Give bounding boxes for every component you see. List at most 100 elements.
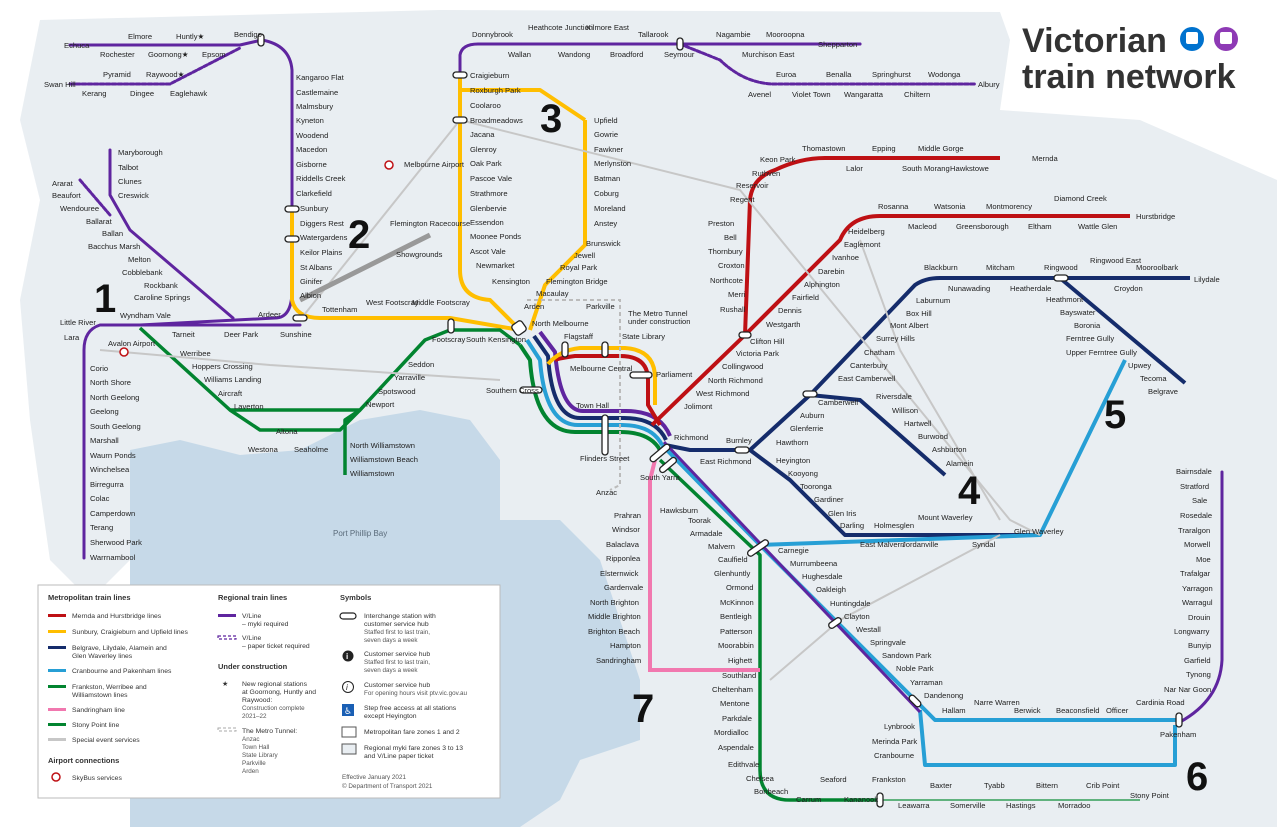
station-label[interactable]: Flemington Racecourse (390, 219, 470, 228)
station-label[interactable]: Stratford (1180, 482, 1209, 491)
station-label[interactable]: Prahran (614, 511, 641, 520)
station-label[interactable]: Melton (128, 255, 151, 264)
station-label[interactable]: The Metro Tunnel (628, 309, 688, 318)
station-label[interactable]: Kyneton (296, 116, 324, 125)
station-label[interactable]: Newmarket (476, 261, 515, 270)
station-label[interactable]: Sherwood Park (90, 538, 142, 547)
station-label[interactable]: Ripponlea (606, 554, 641, 563)
station-label[interactable]: Tyabb (984, 781, 1005, 790)
station-label[interactable]: Colac (90, 494, 110, 503)
station-label[interactable]: North Brighton (590, 598, 639, 607)
station-label[interactable]: Birregurra (90, 480, 125, 489)
station-label[interactable]: Parkville (586, 302, 615, 311)
station-label[interactable]: Warrnambool (90, 553, 136, 562)
station-label[interactable]: Middle Gorge (918, 144, 964, 153)
station-label[interactable]: Clunes (118, 177, 142, 186)
station-label[interactable]: State Library (622, 332, 665, 341)
station-label[interactable]: Donnybrook (472, 30, 513, 39)
station-label[interactable]: Ormond (726, 583, 753, 592)
station-label[interactable]: Kerang (82, 89, 107, 98)
station-label[interactable]: Hallam (942, 706, 966, 715)
station-label[interactable]: Jordanville (902, 540, 938, 549)
station-label[interactable]: Ashburton (932, 445, 967, 454)
station-label[interactable]: Alamein (946, 459, 973, 468)
station-label[interactable]: Sandringham (596, 656, 641, 665)
station-label[interactable]: Caroline Springs (134, 293, 190, 302)
station-label[interactable]: Longwarry (1174, 627, 1210, 636)
station-label[interactable]: Ringwood East (1090, 256, 1142, 265)
station-label[interactable]: Tecoma (1140, 374, 1167, 383)
station-label[interactable]: Nagambie (716, 30, 751, 39)
station-label[interactable]: Southern Cross (486, 386, 539, 395)
station-label[interactable]: Stony Point (1130, 791, 1170, 800)
station-label[interactable]: Reservoir (736, 181, 769, 190)
station-label[interactable]: Heyington (776, 456, 810, 465)
station-label[interactable]: Gardenvale (604, 583, 643, 592)
station-label[interactable]: Bacchus Marsh (88, 242, 140, 251)
station-label[interactable]: Raywood★ (146, 70, 185, 79)
station-label[interactable]: Ringwood (1044, 263, 1078, 272)
station-label[interactable]: Bunyip (1188, 641, 1211, 650)
station-label[interactable]: Creswick (118, 191, 149, 200)
station-label[interactable]: Keon Park (760, 155, 796, 164)
station-label[interactable]: Bentleigh (720, 612, 752, 621)
station-label[interactable]: Somerville (950, 801, 985, 810)
station-label[interactable]: Deer Park (224, 330, 258, 339)
station-label[interactable]: Chatham (864, 348, 895, 357)
station-label[interactable]: Ballarat (86, 217, 113, 226)
station-label[interactable]: Middle Brighton (588, 612, 641, 621)
station-label[interactable]: Auburn (800, 411, 825, 420)
station-label[interactable]: Cranbourne (874, 751, 914, 760)
station-label[interactable]: Ivanhoe (832, 253, 859, 262)
station-label[interactable]: Middle Footscray (412, 298, 470, 307)
station-label[interactable]: Belgrave (1148, 387, 1178, 396)
station-label[interactable]: Westall (856, 625, 881, 634)
station-label[interactable]: Chiltern (904, 90, 930, 99)
station-label[interactable]: Echuca (64, 41, 90, 50)
station-label[interactable]: Pyramid (103, 70, 131, 79)
station-label[interactable]: Morwell (1184, 540, 1210, 549)
station-label[interactable]: West Richmond (696, 389, 749, 398)
station-label[interactable]: Lilydale (1194, 275, 1220, 284)
station-label[interactable]: North Melbourne (532, 319, 589, 328)
station-label[interactable]: Tynong (1186, 670, 1211, 679)
station-label[interactable]: Werribee (180, 349, 211, 358)
station-label[interactable]: Thornbury (708, 247, 743, 256)
station-label[interactable]: Wyndham Vale (120, 311, 171, 320)
station-label[interactable]: Altona (276, 427, 298, 436)
station-label[interactable]: Epsom (202, 50, 226, 59)
station-label[interactable]: Surrey Hills (876, 334, 915, 343)
station-label[interactable]: Eaglemont (844, 240, 881, 249)
station-label[interactable]: Jolimont (684, 402, 713, 411)
station-label[interactable]: Baxter (930, 781, 952, 790)
station-label[interactable]: Rosedale (1180, 511, 1212, 520)
station-label[interactable]: Riddells Creek (296, 174, 346, 183)
station-label[interactable]: Westgarth (766, 320, 800, 329)
station-label[interactable]: Cardinia Road (1136, 698, 1185, 707)
station-label[interactable]: Watergardens (300, 233, 348, 242)
station-label[interactable]: Kooyong (788, 469, 818, 478)
station-label[interactable]: Officer (1106, 706, 1129, 715)
station-label[interactable]: Ferntree Gully (1066, 334, 1114, 343)
station-label[interactable]: Pascoe Vale (470, 174, 512, 183)
station-label[interactable]: Marshall (90, 436, 119, 445)
station-label[interactable]: Yarraman (910, 678, 943, 687)
station-label[interactable]: Crib Point (1086, 781, 1120, 790)
station-label[interactable]: Pakenham (1160, 730, 1196, 739)
station-label[interactable]: Bendigo (234, 30, 262, 39)
station-label[interactable]: Victoria Park (736, 349, 779, 358)
station-label[interactable]: Maryborough (118, 148, 163, 157)
station-label[interactable]: Upper Ferntree Gully (1066, 348, 1137, 357)
station-label[interactable]: Mont Albert (890, 321, 929, 330)
station-label[interactable]: Seaford (820, 775, 847, 784)
station-label[interactable]: Williams Landing (204, 375, 261, 384)
station-label[interactable]: Ascot Vale (470, 247, 506, 256)
station-label[interactable]: Wendouree (60, 204, 99, 213)
station-label[interactable]: Ardeer (258, 310, 281, 319)
station-label[interactable]: Roxburgh Park (470, 86, 521, 95)
station-label[interactable]: Hoppers Crossing (192, 362, 253, 371)
station-label[interactable]: Beaconsfield (1056, 706, 1099, 715)
station-label[interactable]: Wandong (558, 50, 590, 59)
station-label[interactable]: Wangaratta (844, 90, 884, 99)
station-label[interactable]: Mentone (720, 699, 750, 708)
